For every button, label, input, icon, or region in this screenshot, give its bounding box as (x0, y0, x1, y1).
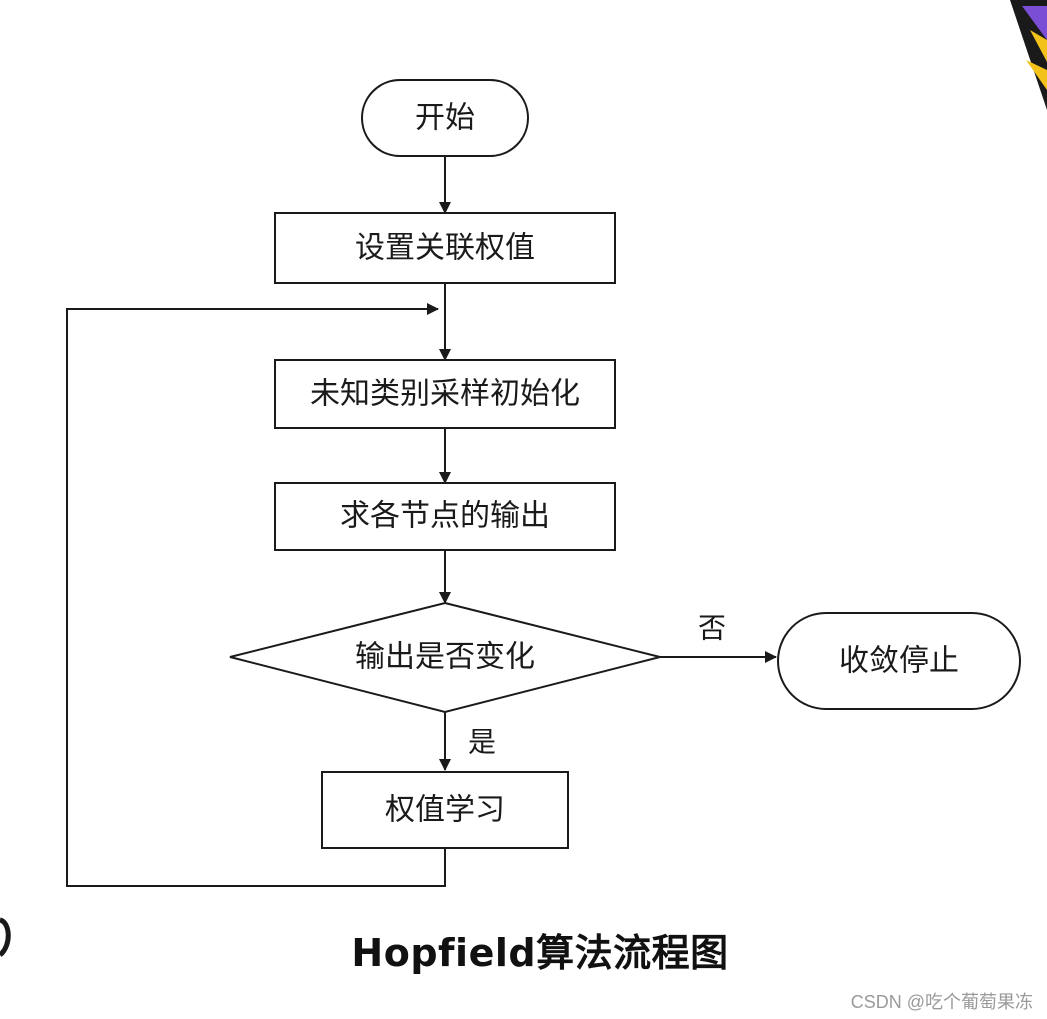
compute-output-label: 求各节点的输出 (340, 499, 550, 534)
decorative-corner-art (1010, 0, 1047, 110)
learn-weights-label: 权值学习 (385, 793, 505, 828)
init-sample-label: 未知类别采样初始化 (310, 377, 580, 412)
watermark-text: CSDN @吃个葡萄果冻 (851, 988, 1033, 1014)
edge-label-yes: 是 (468, 726, 496, 759)
start-label: 开始 (415, 101, 475, 136)
edge-label-no: 否 (698, 612, 726, 645)
diagram-caption: Hopfield算法流程图 (0, 922, 1047, 977)
converge-label: 收敛停止 (839, 644, 959, 679)
set-weights-label: 设置关联权值 (355, 231, 535, 266)
decision-label: 输出是否变化 (355, 640, 535, 675)
